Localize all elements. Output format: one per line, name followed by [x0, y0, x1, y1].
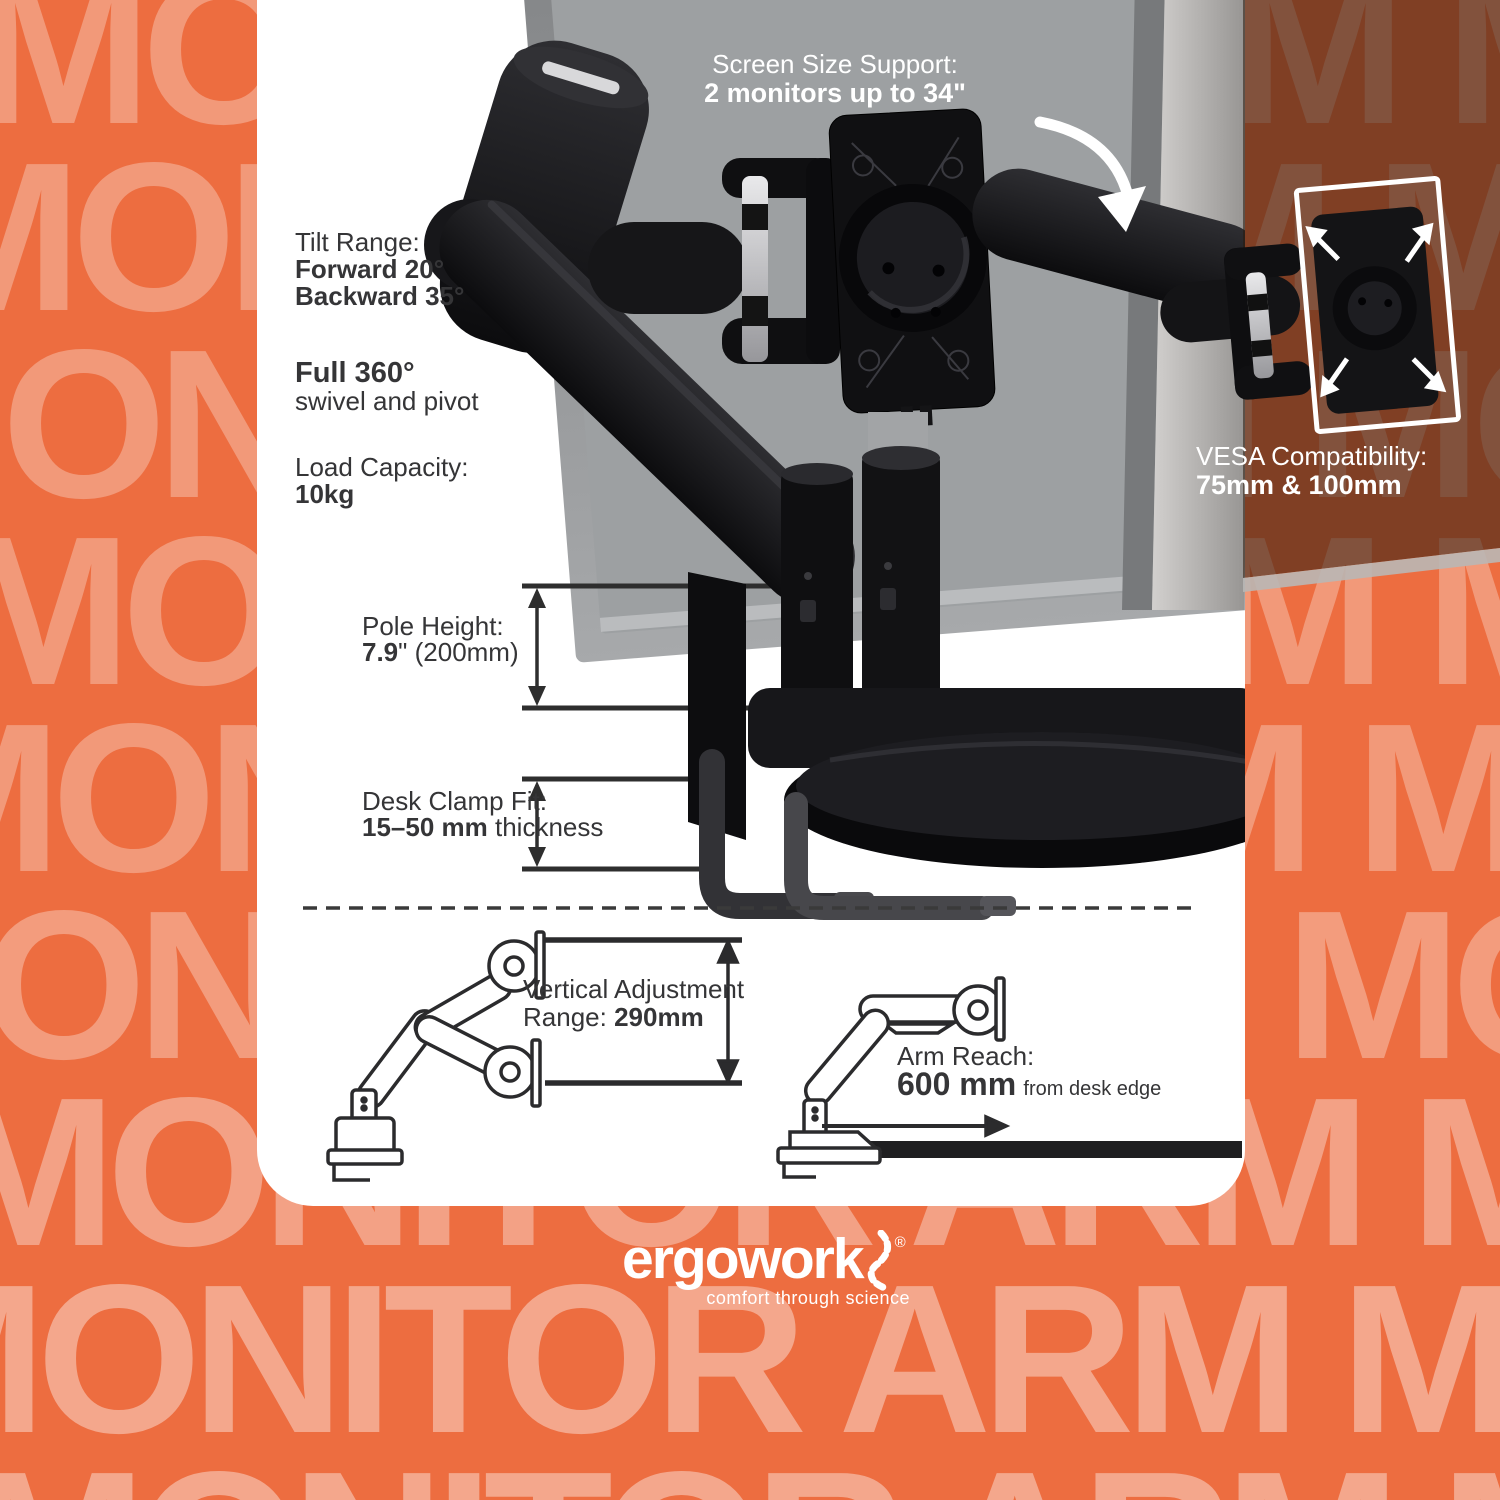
- vesa-value: 75mm & 100mm: [1196, 470, 1402, 500]
- swivel-value: Full 360°: [295, 357, 415, 389]
- vertical-adjustment-value: 290mm: [614, 1002, 704, 1032]
- desk-clamp-value: 15–50 mm: [362, 812, 488, 842]
- tilt-backward: Backward 35°: [295, 281, 465, 311]
- vertical-adjustment-spec: Vertical Adjustment Range: 290mm: [523, 974, 745, 1032]
- arm-reach-value: 600 mm: [897, 1066, 1017, 1102]
- screen-size-value: 2 monitors up to 34": [704, 78, 966, 108]
- tilt-label: Tilt Range:: [295, 227, 420, 257]
- load-capacity-spec: Load Capacity: 10kg: [295, 454, 468, 508]
- swivel-spec: Full 360° swivel and pivot: [295, 357, 479, 416]
- pole-label: Pole Height:: [362, 611, 504, 641]
- brand-logo: ergowork ® comfort through science: [622, 1230, 922, 1309]
- screen-size-support: Screen Size Support: 2 monitors up to 34…: [660, 50, 1010, 108]
- arm-reach-label: Arm Reach:: [897, 1041, 1035, 1071]
- brand-tagline: comfort through science: [706, 1288, 910, 1308]
- spine-icon: [867, 1230, 891, 1292]
- screen-size-label: Screen Size Support:: [712, 49, 958, 79]
- desk-clamp-spec: Desk Clamp Fit: 15–50 mm thickness: [362, 786, 604, 842]
- pole-height-spec: Pole Height: 7.9" (200mm): [362, 611, 519, 667]
- content-card: [257, 0, 1245, 1206]
- vesa-label: VESA Compatibility:: [1196, 441, 1428, 471]
- arm-reach-spec: Arm Reach: 600 mm from desk edge: [897, 1041, 1162, 1102]
- brand-name: ergowork: [622, 1227, 865, 1291]
- vesa-compatibility-spec: VESA Compatibility: 75mm & 100mm: [1196, 442, 1427, 500]
- load-value: 10kg: [295, 479, 355, 509]
- swivel-label: swivel and pivot: [295, 386, 479, 416]
- pole-value: 7.9: [362, 637, 399, 667]
- tilt-range-spec: Tilt Range: Forward 20° Backward 35°: [295, 229, 464, 310]
- desk-clamp-label: Desk Clamp Fit:: [362, 786, 547, 816]
- tilt-forward: Forward 20°: [295, 254, 445, 284]
- load-label: Load Capacity:: [295, 452, 469, 482]
- registered-mark: ®: [894, 1234, 906, 1251]
